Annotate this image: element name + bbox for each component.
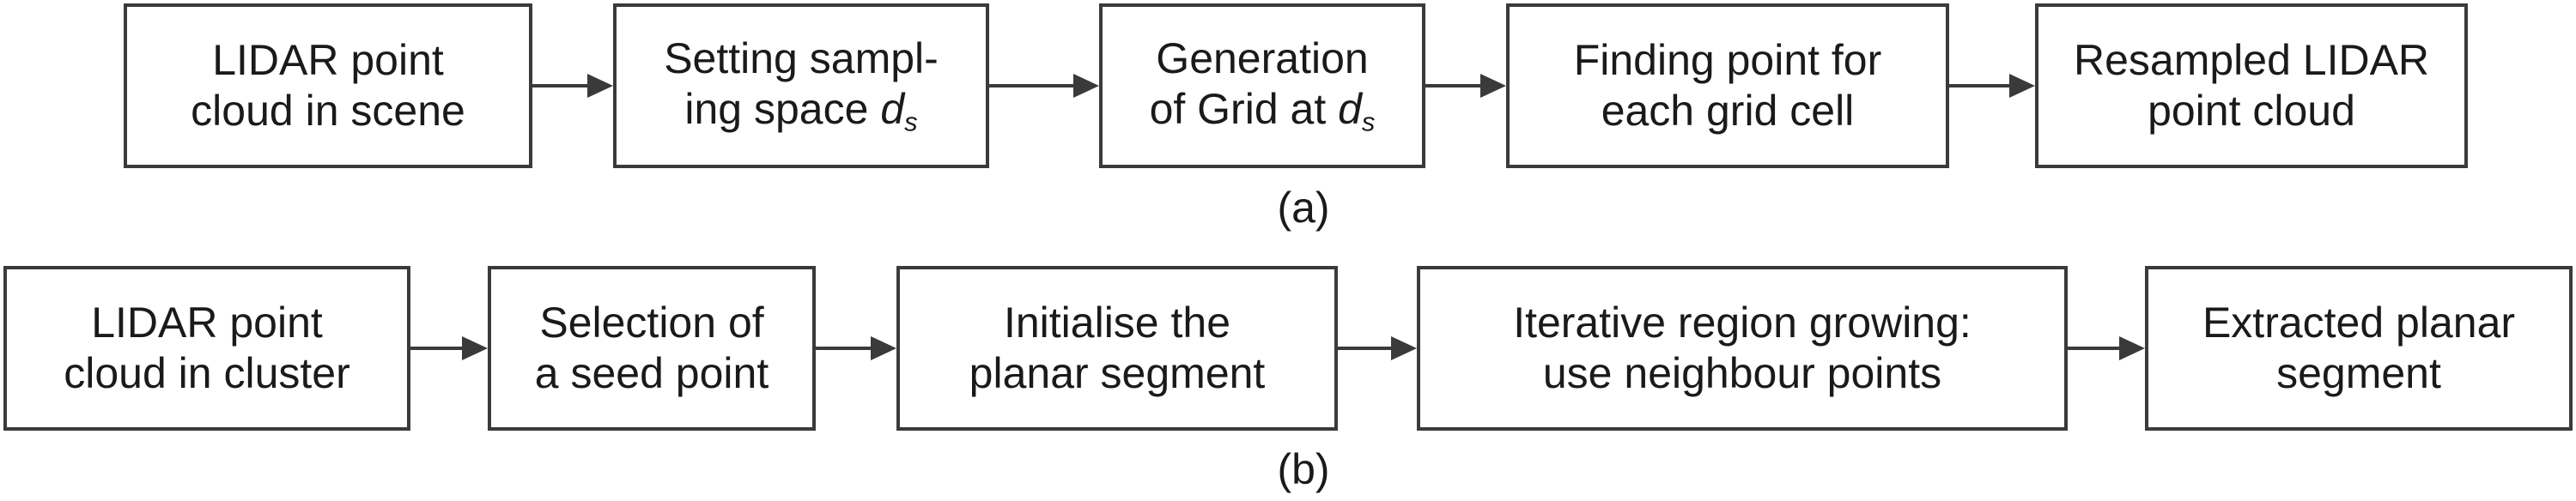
step-a1-line2: cloud in scene [191, 87, 465, 135]
step-b5-line2: segment [2276, 349, 2441, 397]
step-a3-line2-text: of Grid at [1149, 84, 1339, 133]
step-a1-box: LIDAR point cloud in scene [124, 3, 532, 168]
step-a3-line2: of Grid at ds [1150, 84, 1376, 138]
step-a2-line1: Setting sampl- [664, 33, 939, 82]
step-b5-box: Extracted planar segment [2145, 266, 2573, 431]
step-b4-box: Iterative region growing: use neighbour … [1417, 266, 2068, 431]
step-a3-line1: Generation [1156, 33, 1369, 82]
step-a4-box: Finding point for each grid cell [1506, 3, 1949, 168]
step-b3-line2: planar segment [969, 349, 1266, 397]
step-a5-box: Resampled LIDAR point cloud [2035, 3, 2468, 168]
sampling-space-symbol: ds [880, 84, 918, 137]
step-b4-line1: Iterative region growing: [1513, 299, 1971, 347]
step-a5-line2: point cloud [2148, 87, 2355, 135]
step-a3-box: Generation of Grid at ds [1099, 3, 1425, 168]
step-b3-box: Initialise the planar segment [896, 266, 1338, 431]
grid-spacing-symbol: ds [1338, 84, 1376, 137]
step-b5-line1: Extracted planar [2202, 299, 2516, 347]
step-a5-line1: Resampled LIDAR [2073, 36, 2430, 84]
step-a2-line2: ing space ds [684, 84, 917, 138]
step-b2-line2: a seed point [534, 349, 769, 397]
step-a2-line2-text: ing space [684, 84, 881, 133]
step-b1-line2: cloud in cluster [64, 349, 350, 397]
step-b2-box: Selection of a seed point [488, 266, 816, 431]
step-b2-line1: Selection of [539, 299, 764, 347]
caption-b: (b) [1277, 445, 1330, 493]
step-b4-line2: use neighbour points [1542, 349, 1942, 397]
step-b1-box: LIDAR point cloud in cluster [3, 266, 410, 431]
step-a1-line1: LIDAR point [212, 36, 444, 84]
step-b3-line1: Initialise the [1003, 299, 1231, 347]
step-a4-line2: each grid cell [1601, 87, 1855, 135]
caption-a: (a) [1277, 184, 1330, 232]
step-b1-line1: LIDAR point [91, 299, 323, 347]
step-a4-line1: Finding point for [1573, 36, 1882, 84]
step-a2-box: Setting sampl- ing space ds [613, 3, 989, 168]
